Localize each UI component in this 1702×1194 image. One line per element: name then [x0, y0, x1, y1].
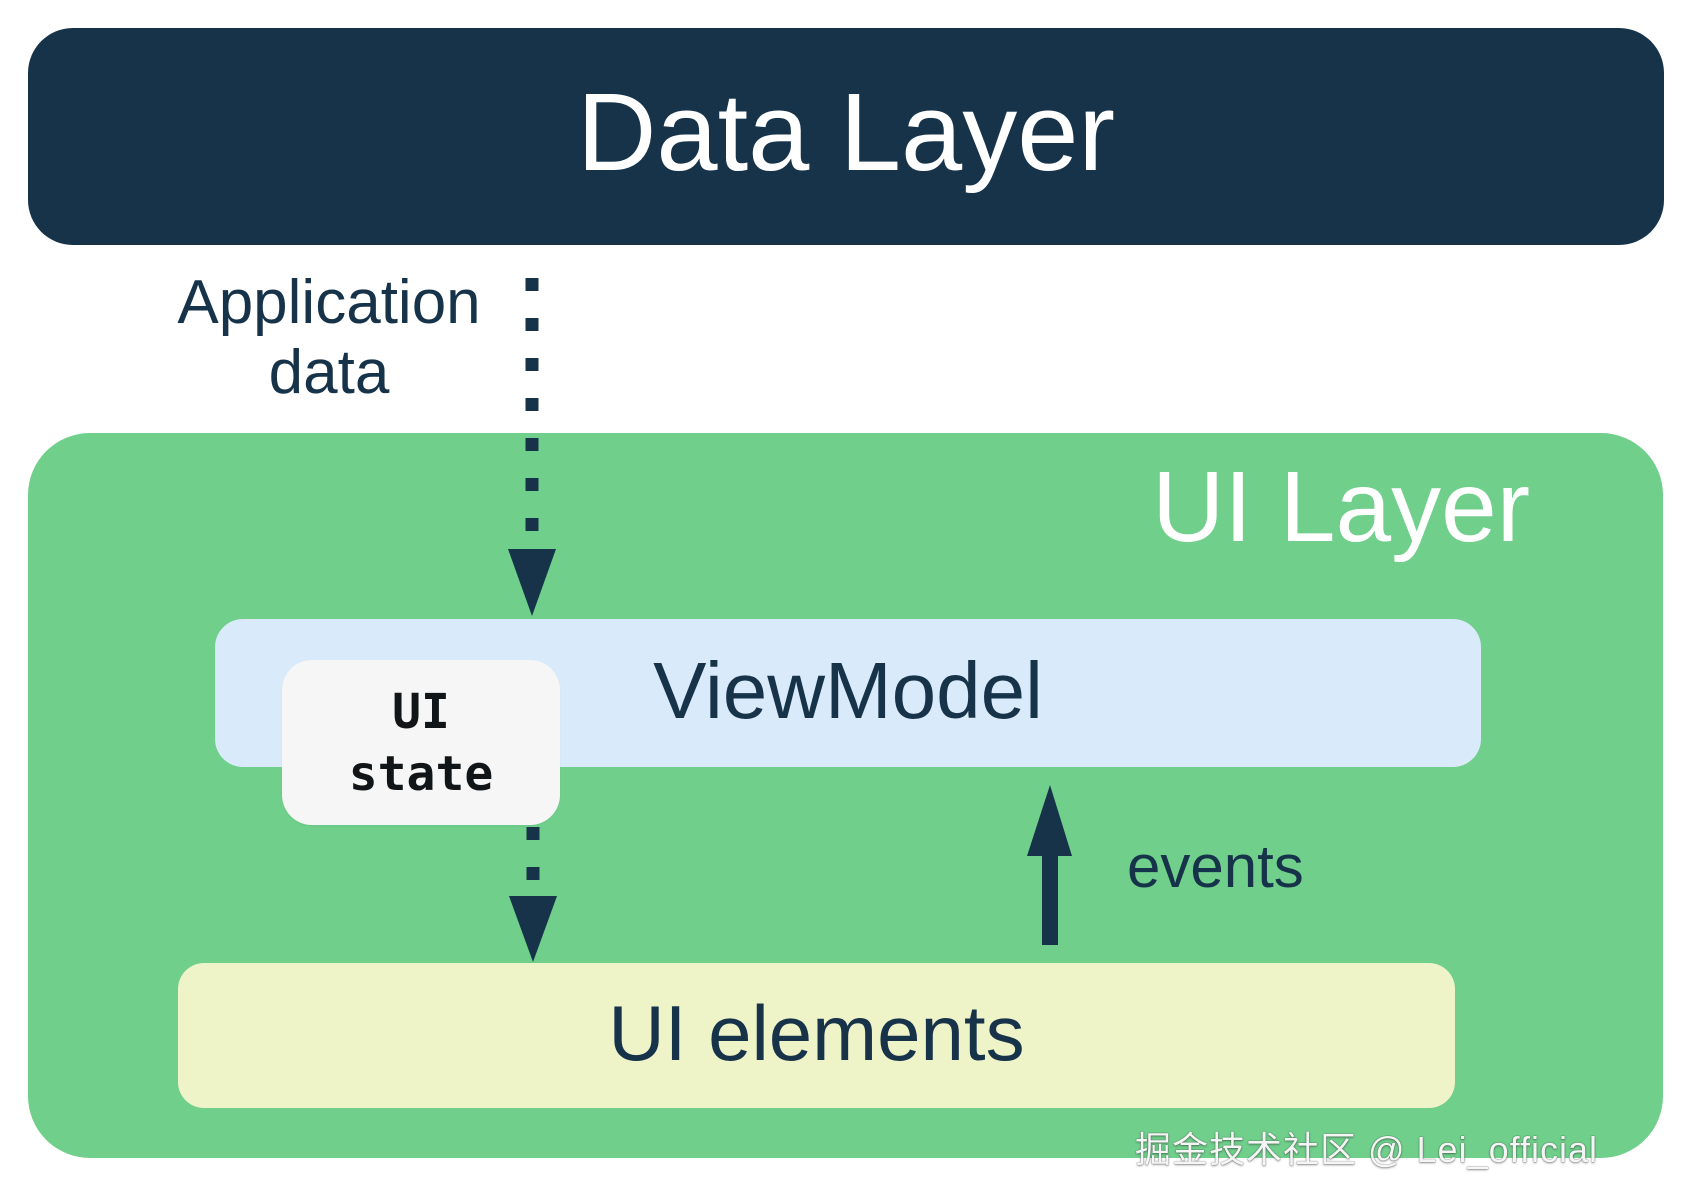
ui-elements-label: UI elements: [608, 988, 1025, 1077]
data-layer-box: Data Layer: [28, 28, 1664, 245]
data-layer-title: Data Layer: [576, 70, 1116, 194]
watermark-text: 掘金技术社区 @ Lei_official: [1134, 1129, 1598, 1170]
events-label: events: [1127, 833, 1304, 900]
application-data-label: Application data: [149, 268, 509, 408]
ui-state-line1: UI: [392, 683, 450, 740]
application-data-line2: data: [268, 338, 390, 407]
application-data-line1: Application: [177, 268, 481, 337]
viewmodel-label: ViewModel: [653, 646, 1043, 735]
ui-elements-box: UI elements: [178, 963, 1455, 1108]
ui-state-box: UI state: [282, 660, 560, 825]
ui-layer-title: UI Layer: [1152, 451, 1530, 563]
ui-state-line2: state: [348, 745, 494, 802]
